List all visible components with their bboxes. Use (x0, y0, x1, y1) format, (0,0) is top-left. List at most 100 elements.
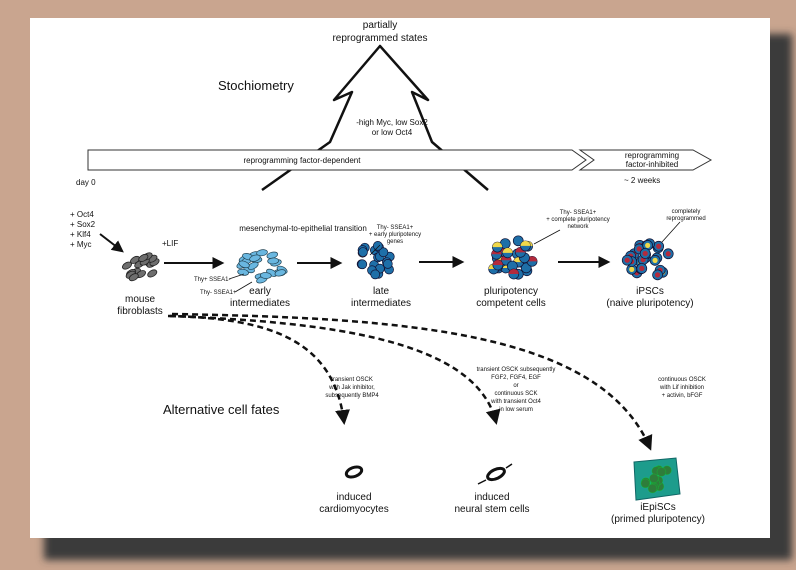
episc-cell (649, 473, 659, 484)
stochiometry-label: Stochiometry (218, 78, 294, 93)
yellow-marker (520, 240, 531, 246)
thy-neg-label: Thy- SSEA1+ (200, 290, 237, 296)
label-early: early (249, 286, 271, 297)
inhibited-bar (578, 149, 713, 171)
neural-stem-cell (477, 463, 513, 485)
dependent-label: reprogramming factor-dependent (244, 156, 362, 165)
label-cardio-1: induced (336, 492, 371, 503)
ipsc-nucleus (665, 251, 671, 257)
label-neural-2: neural stem cells (454, 504, 529, 515)
early-cell (259, 272, 272, 279)
red-marker (508, 268, 519, 274)
complete-note-2: reprogrammed (666, 216, 705, 222)
label-late-2: intermediates (351, 298, 411, 309)
factor-sox2: + Sox2 (70, 220, 96, 229)
partial-title-1: partially (363, 20, 397, 31)
fate-path-epi (171, 312, 653, 451)
label-ipsc-2: (naive pluripotency) (606, 298, 693, 309)
ipsc-nucleus (639, 265, 645, 272)
complete-note-1: completely (672, 209, 701, 215)
ipsc-nucleus (629, 266, 635, 272)
thy-pos-label: Thy+ SSEA1- (194, 277, 231, 283)
neural-note-1: transient OSCK subsequently (477, 367, 556, 373)
ipsc-nucleus (642, 250, 648, 257)
late-cell (382, 259, 393, 269)
plur-note-3: network (567, 224, 589, 230)
early-cell (238, 260, 250, 269)
day0-label: day 0 (76, 178, 96, 187)
weeks-label: ~ 2 weeks (624, 176, 660, 185)
stoich-note-1: -high Myc, low Sox2 (356, 118, 428, 127)
fibroblast-cell (147, 269, 158, 278)
late-note-2: + early pluripotency (369, 232, 421, 238)
fibroblast-cell (122, 261, 132, 270)
fate-path-neural (169, 314, 501, 425)
cardiomyocyte-cell (344, 465, 364, 479)
label-ipsc: iPSCs (636, 286, 664, 297)
late-cell (357, 259, 368, 270)
label-neural-1: induced (474, 492, 509, 503)
pluripotent-cell (512, 235, 524, 247)
early-cell (274, 269, 286, 277)
ipsc-nucleus (636, 246, 642, 252)
ipsc-cluster (621, 238, 674, 281)
label-plur-2: competent cells (476, 298, 545, 309)
label-mouse: mouse (125, 294, 155, 305)
early-cell (249, 254, 261, 262)
stoich-note-2: or low Oct4 (372, 128, 413, 137)
ipsc-nucleus (645, 242, 651, 248)
cardio-note-3: subsequently BMP4 (325, 393, 379, 399)
plur-note-1: Thy- SSEA1+ (560, 210, 597, 216)
ipsc-nucleus (654, 272, 661, 278)
fibroblast-cluster (122, 252, 160, 282)
partial-title-2: reprogrammed states (332, 33, 427, 44)
plur-note-2: + complete pluripotency (546, 217, 610, 223)
epi-note-2: with Lif inhibition (659, 385, 704, 391)
pluripotency-cluster (488, 235, 538, 280)
fibroblast-cell (138, 253, 149, 262)
diagram-card (30, 18, 770, 538)
neural-note-2: FGF2, FGF4, EGF (491, 375, 541, 381)
epi-note-3: + activin, bFGF (662, 393, 703, 399)
ipsc-nucleus (624, 257, 630, 263)
early-cell (247, 261, 259, 270)
iepisc-colony (633, 457, 681, 501)
early-cell (237, 268, 249, 276)
inhibited-label-2: factor-inhibited (626, 160, 678, 169)
neural-note-6: in low serum (499, 407, 533, 413)
late-cell (370, 269, 381, 280)
episc-cell (640, 478, 651, 489)
late-cell (378, 247, 389, 258)
ipsc-nucleus (652, 257, 658, 263)
cardio-note-1: transient OSCK (331, 377, 373, 383)
label-fibroblasts: fibroblasts (117, 306, 163, 317)
epi-note-1: continuous OSCK (658, 377, 706, 383)
alt-fates-label: Alternative cell fates (163, 402, 280, 417)
label-epi-1: iEpiSCs (640, 502, 676, 513)
factor-myc: + Myc (70, 240, 92, 249)
cardio-note-2: with Jak inhibitor, (328, 385, 375, 391)
episc-cell (656, 467, 667, 477)
dependent-bar (87, 149, 587, 171)
fate-path-cardio (167, 314, 350, 425)
neural-note-4: continuous SCK (494, 391, 537, 397)
label-epi-2: (primed pluripotency) (611, 514, 705, 525)
yellow-marker (492, 242, 503, 248)
met-label: mesenchymal-to-epithelial transition (239, 224, 367, 233)
factor-arrow (99, 233, 124, 253)
late-note-3: genes (387, 239, 403, 245)
early-intermediate-cluster (236, 249, 288, 284)
ipsc-nucleus (656, 243, 662, 249)
label-early-2: intermediates (230, 298, 290, 309)
lif-label: +LIF (162, 239, 178, 248)
early-cell (267, 257, 279, 265)
fibroblast-cell (128, 273, 139, 282)
factor-klf4: + Klf4 (70, 230, 91, 239)
neural-note-3: or (513, 383, 518, 389)
late-cell (372, 241, 383, 251)
factor-oct4: + Oct4 (70, 210, 94, 219)
partial-arrow (261, 44, 489, 192)
late-intermediate-cluster (356, 241, 395, 280)
red-marker (492, 259, 503, 265)
